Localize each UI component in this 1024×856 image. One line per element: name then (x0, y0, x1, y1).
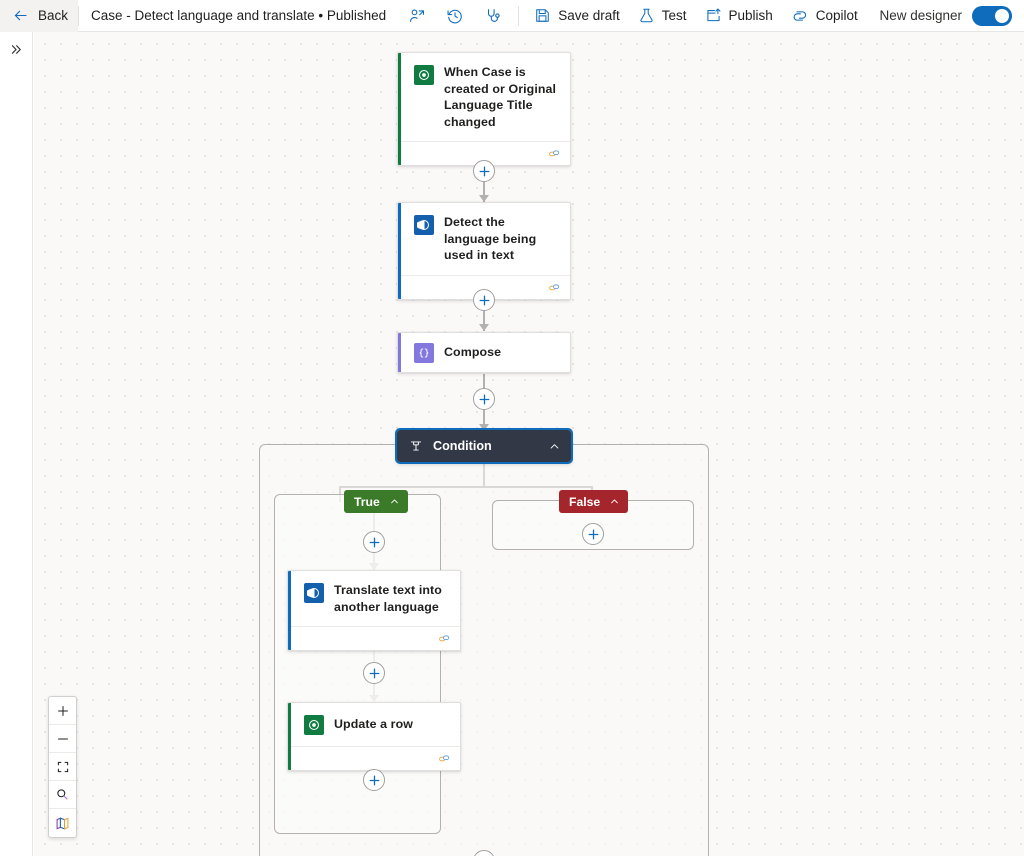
node-translate-text[interactable]: Translate text into another language (287, 570, 461, 651)
zoom-out-button[interactable] (49, 725, 76, 753)
connector-icon (548, 147, 561, 160)
edge-arrow-2 (479, 324, 489, 331)
test-label: Test (661, 8, 687, 23)
edge-compose-condition-b (483, 410, 485, 430)
save-icon (534, 7, 551, 24)
zoom-in-button[interactable] (49, 697, 76, 725)
plus-icon (56, 704, 70, 718)
false-branch-badge[interactable]: False (559, 490, 629, 513)
chevron-up-icon[interactable] (609, 496, 620, 507)
back-label: Back (38, 8, 69, 23)
edge-compose-condition (483, 374, 485, 400)
node-accent (288, 571, 291, 650)
compose-icon (414, 343, 434, 363)
expand-panel-button[interactable] (0, 32, 33, 66)
edge-arrow-1 (479, 195, 489, 202)
node-footer (398, 274, 570, 299)
node-update-row[interactable]: Update a row (287, 702, 461, 771)
connector-icon (438, 752, 451, 765)
copilot-button[interactable]: Copilot (782, 0, 867, 32)
flow-title: Case - Detect language and translate • P… (78, 5, 398, 26)
publish-button[interactable]: Publish (696, 0, 782, 32)
node-footer (288, 626, 460, 650)
connector-icon (548, 281, 561, 294)
insert-action-button-2[interactable] (473, 289, 495, 311)
node-accent (398, 333, 401, 372)
insert-action-false-1[interactable] (582, 523, 604, 545)
flow-checker-button[interactable] (474, 0, 512, 32)
toggle-knob (995, 8, 1009, 23)
translator-icon (304, 583, 324, 603)
edge-arrow-3 (479, 424, 489, 431)
insert-action-button-3[interactable] (473, 388, 495, 410)
share-icon (408, 7, 426, 25)
true-branch-badge[interactable]: True (344, 490, 408, 513)
toolbar-divider (518, 5, 520, 26)
condition-icon (409, 439, 423, 453)
search-canvas-button[interactable] (49, 781, 76, 809)
dataverse-icon (304, 715, 324, 735)
flow-canvas[interactable]: When Case is created or Original Languag… (34, 32, 1024, 856)
false-branch-label: False (569, 494, 601, 509)
insert-action-true-1[interactable] (363, 531, 385, 553)
new-designer-toggle[interactable] (972, 5, 1012, 26)
insert-action-true-2[interactable] (363, 662, 385, 684)
true-branch-container (274, 494, 441, 834)
dataverse-icon (414, 65, 434, 85)
edge-trigger-detect-b (483, 182, 485, 202)
test-button[interactable]: Test (629, 0, 696, 32)
run-history-button[interactable] (436, 0, 474, 32)
minus-icon (56, 732, 70, 746)
node-compose[interactable]: Compose (397, 332, 571, 373)
save-draft-label: Save draft (558, 8, 620, 23)
publish-label: Publish (728, 8, 773, 23)
left-rail (0, 32, 33, 856)
condition-label: Condition (433, 439, 492, 453)
chevron-up-icon[interactable] (548, 440, 561, 453)
chevron-double-right-icon (9, 42, 24, 57)
node-trigger[interactable]: When Case is created or Original Languag… (397, 52, 571, 166)
connector-icon (438, 632, 451, 645)
share-button[interactable] (398, 0, 436, 32)
node-detect-language[interactable]: Detect the language being used in text (397, 202, 571, 300)
beaker-icon (638, 7, 655, 24)
arrow-left-icon (12, 7, 29, 24)
insert-action-button-1[interactable] (473, 160, 495, 182)
flow-checker-icon (484, 7, 502, 25)
history-icon (446, 7, 464, 25)
canvas-zoom-toolbar (48, 696, 77, 838)
node-accent (288, 703, 291, 770)
publish-icon (705, 7, 722, 24)
node-title: Detect the language being used in text (444, 215, 537, 262)
node-title: Update a row (334, 717, 413, 732)
chevron-up-icon[interactable] (389, 496, 400, 507)
copilot-icon (791, 7, 809, 25)
command-bar: Back Case - Detect language and translat… (0, 0, 1024, 32)
node-accent (398, 53, 401, 165)
node-condition[interactable]: Condition (395, 428, 573, 464)
copilot-label: Copilot (815, 8, 858, 23)
fit-to-screen-button[interactable] (49, 753, 76, 781)
insert-action-true-3[interactable] (363, 769, 385, 791)
true-branch-label: True (354, 494, 380, 509)
node-title: Translate text into another language (334, 583, 442, 614)
save-draft-button[interactable]: Save draft (525, 0, 629, 32)
magnifier-icon (55, 787, 70, 802)
node-title: When Case is created or Original Languag… (444, 65, 557, 129)
node-footer (288, 746, 460, 770)
translator-icon (414, 215, 434, 235)
back-button[interactable]: Back (0, 0, 79, 32)
new-designer-label: New designer (879, 8, 962, 23)
node-accent (398, 203, 401, 299)
node-footer (398, 141, 570, 165)
fit-screen-icon (56, 760, 70, 774)
minimap-button[interactable] (49, 809, 76, 837)
node-title: Compose (444, 345, 502, 360)
new-designer-toggle-group: New designer (879, 5, 1024, 26)
edge-detect-compose-b (483, 311, 485, 331)
map-icon (55, 816, 70, 831)
